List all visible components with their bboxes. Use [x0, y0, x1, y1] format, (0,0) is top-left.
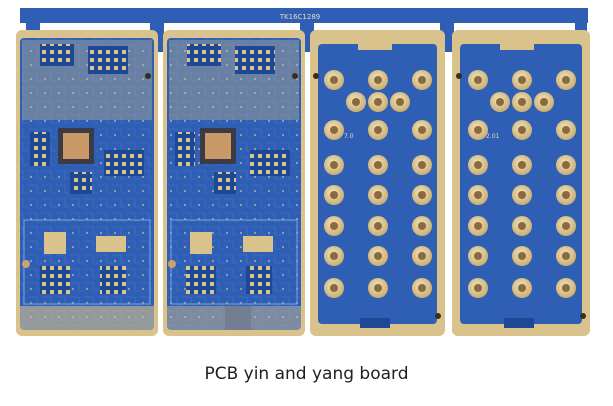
keypad-pad-center — [330, 252, 338, 260]
keypad-pad-center — [474, 161, 482, 169]
rail-marking: TK16C1289 — [279, 13, 320, 21]
keypad-pad-center — [396, 98, 404, 106]
keypad-pad-center — [562, 252, 570, 260]
keypad-pad-center — [418, 222, 426, 230]
keypad-pad-center — [374, 252, 382, 260]
keypad-pad-center — [562, 222, 570, 230]
keypad-pad-center — [374, 161, 382, 169]
yin-board-2 — [163, 30, 305, 336]
keypad-pad-center — [418, 126, 426, 134]
keypad-pad-center — [562, 126, 570, 134]
keypad-pad-center — [330, 161, 338, 169]
keypad-pad-center — [518, 161, 526, 169]
keypad-pad-center — [330, 284, 338, 292]
panel-label-2: 2.01 — [486, 133, 500, 140]
keypad-pad-center — [352, 98, 360, 106]
keypad-pad-center — [418, 191, 426, 199]
keypad-pad-center — [518, 76, 526, 84]
yin-board-1 — [16, 30, 158, 336]
keypad-pad-center — [562, 161, 570, 169]
keypad-pad-center — [474, 126, 482, 134]
keypad-pad-center — [418, 76, 426, 84]
keypad-pad-center — [374, 191, 382, 199]
keypad-pad-center — [418, 284, 426, 292]
keypad-pad-center — [330, 76, 338, 84]
keypad-pad-center — [496, 98, 504, 106]
keypad-pad-center — [518, 284, 526, 292]
keypad-pad-center — [374, 222, 382, 230]
keypad-pad-center — [374, 98, 382, 106]
keypad-pad-center — [474, 252, 482, 260]
keypad-pad-center — [418, 252, 426, 260]
top-rail — [20, 8, 588, 23]
keypad-pad-center — [474, 76, 482, 84]
yang-keypad-board-2: 2.01 — [452, 30, 590, 336]
keypad-pad-center — [562, 284, 570, 292]
keypad-pad-center — [330, 222, 338, 230]
keypad-pad-center — [562, 191, 570, 199]
keypad-pad-center — [474, 222, 482, 230]
keypad-pad-center — [562, 76, 570, 84]
yang-keypad-board-1: 7.0 — [310, 30, 445, 336]
keypad-pad-center — [540, 98, 548, 106]
keypad-pad-center — [418, 161, 426, 169]
caption: PCB yin and yang board — [204, 364, 409, 384]
keypad-pad-center — [518, 191, 526, 199]
keypad-pad-center — [518, 98, 526, 106]
panel-label-1: 7.0 — [344, 133, 354, 140]
keypad-pad-center — [330, 191, 338, 199]
keypad-pad-center — [330, 126, 338, 134]
keypad-pad-center — [474, 191, 482, 199]
keypad-pad-center — [374, 76, 382, 84]
keypad-pad-center — [374, 284, 382, 292]
keypad-pad-center — [518, 252, 526, 260]
keypad-pad-center — [518, 126, 526, 134]
keypad-pad-center — [374, 126, 382, 134]
keypad-pad-center — [518, 222, 526, 230]
keypad-pad-center — [474, 284, 482, 292]
pcb-panel-photo: TK16C1289 — [16, 8, 590, 336]
